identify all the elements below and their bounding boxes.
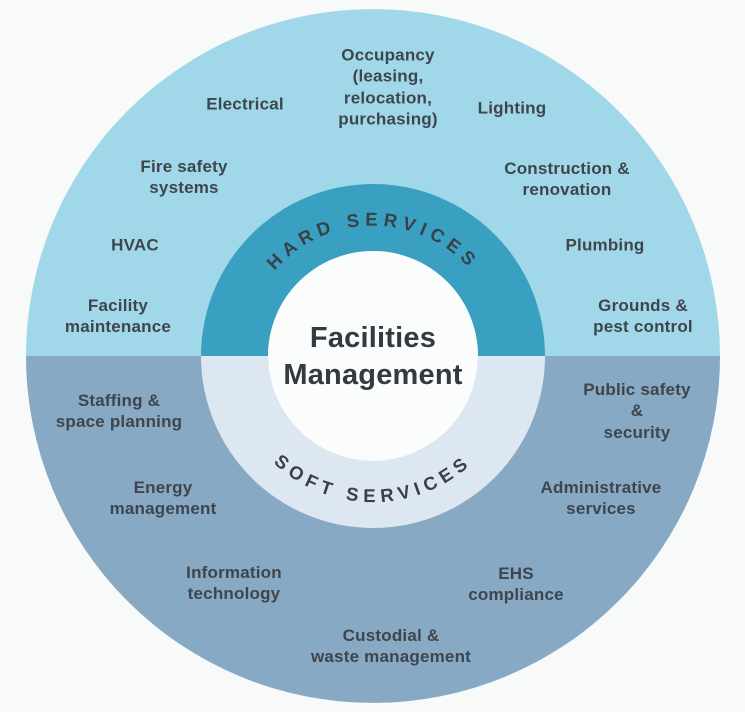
hard-label-construction-renovation: Construction & renovation: [504, 158, 630, 199]
soft-label-administrative-services: Administrative services: [540, 477, 662, 518]
hard-label-grounds-pest-control: Grounds & pest control: [593, 295, 693, 336]
center-circle: [268, 251, 478, 461]
center-title: Facilities Management: [283, 321, 463, 391]
soft-label-public-safety-security: Public safety & security: [583, 380, 691, 442]
soft-services-outer-half: [26, 356, 720, 703]
hard-label-facility-maintenance: Facility maintenance: [64, 295, 172, 336]
hard-label-electrical: Electrical: [206, 94, 284, 114]
hard-label-lighting: Lighting: [477, 98, 547, 118]
soft-services-inner-ring: [201, 356, 545, 528]
soft-label-energy-management: Energy management: [109, 477, 217, 518]
soft-label-custodial-waste-management: Custodial & waste management: [310, 625, 472, 666]
hard-label-plumbing: Plumbing: [565, 235, 645, 255]
hard-label-fire-safety-systems: Fire safety systems: [140, 156, 228, 197]
hard-services-outer-half: [26, 9, 720, 356]
hard-label-occupancy: Occupancy (leasing, relocation, purchasi…: [338, 45, 438, 129]
hard-services-inner-ring: [201, 184, 545, 356]
soft-label-ehs-compliance: EHS compliance: [468, 563, 564, 604]
soft-label-information-technology: Information technology: [186, 562, 282, 603]
hard-label-hvac: HVAC: [111, 235, 159, 255]
soft-label-staffing-space-planning: Staffing & space planning: [55, 390, 183, 431]
